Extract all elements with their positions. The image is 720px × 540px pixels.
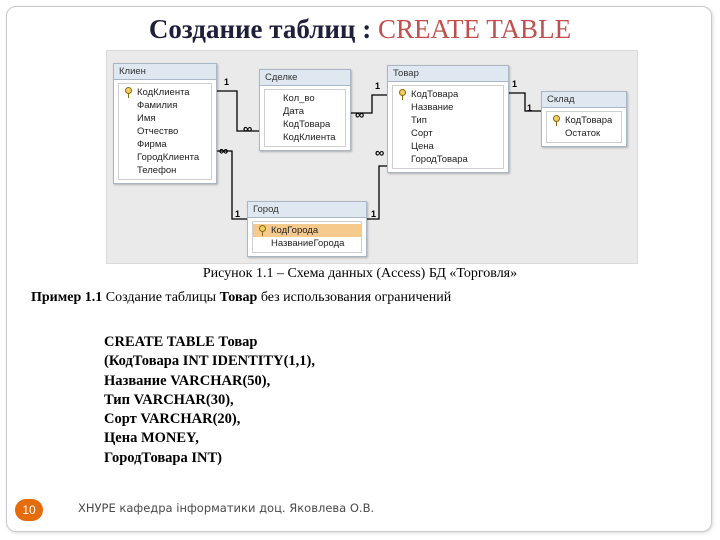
table-tovar[interactable]: Товар КодТовара Название Тип Сорт Цена Г…: [387, 65, 509, 173]
title-main: Создание таблиц :: [148, 14, 378, 44]
field-item[interactable]: Фамилия: [119, 99, 211, 112]
title-accent: CREATE TABLE: [377, 14, 572, 44]
field-label: Дата: [283, 106, 305, 117]
field-item-selected[interactable]: КодГорода: [253, 224, 361, 237]
table-sklad[interactable]: Склад КодТовара Остаток: [541, 91, 627, 147]
primary-key-icon: [553, 115, 560, 126]
field-label: Тип: [411, 115, 427, 126]
primary-key-icon: [125, 87, 132, 98]
field-label: Имя: [137, 113, 156, 124]
field-label: Сорт: [411, 128, 433, 139]
field-label: КодКлиента: [137, 87, 190, 98]
table-sdelka[interactable]: Сделке Кол_во Дата КодТовара КодКлиента: [259, 69, 351, 151]
table-header: Товар: [388, 66, 508, 82]
field-label: КодГорода: [271, 225, 319, 236]
code-line: Тип VARCHAR(30),: [104, 391, 234, 408]
field-label: Название: [411, 102, 454, 113]
relation-mark-one: 1: [512, 79, 518, 89]
example-text: без использования ограничений: [257, 290, 452, 305]
field-label: Фирма: [137, 139, 167, 150]
code-line: Название VARCHAR(50),: [104, 372, 271, 389]
example-table-name: Товар: [219, 290, 258, 305]
field-label: Фамилия: [137, 100, 178, 111]
field-label: Кол_во: [283, 93, 315, 104]
field-label: КодТовара: [283, 119, 331, 130]
table-gorod[interactable]: Город КодГорода НазваниеГорода: [247, 201, 367, 257]
code-line: CREATE TABLE Товар: [104, 334, 258, 350]
field-item[interactable]: Телефон: [119, 164, 211, 177]
field-item[interactable]: КодТовара: [393, 88, 503, 101]
field-item[interactable]: Тип: [393, 114, 503, 127]
field-label: КодКлиента: [283, 132, 336, 143]
field-item[interactable]: Название: [393, 101, 503, 114]
table-header: Склад: [542, 92, 626, 108]
page-number-badge: 10: [15, 499, 43, 521]
relation-mark-one: 1: [224, 77, 230, 87]
relation-tovar-sklad: [507, 92, 541, 112]
table-header: Клиен: [114, 64, 216, 80]
field-item[interactable]: Отчество: [119, 125, 211, 138]
field-list: КодТовара Остаток: [546, 111, 622, 143]
field-item[interactable]: ГородТовара: [393, 153, 503, 166]
relation-tovar-sdelka: [349, 94, 387, 114]
example-text: Создание таблицы: [102, 290, 220, 305]
code-line: Сорт VARCHAR(20),: [104, 411, 241, 428]
relation-gorod-klient: [215, 150, 247, 220]
relation-mark-one: 1: [527, 103, 533, 113]
field-list: КодГорода НазваниеГорода: [252, 221, 362, 253]
field-item[interactable]: КодКлиента: [265, 131, 345, 144]
table-klient[interactable]: Клиен КодКлиента Фамилия Имя Отчество Фи…: [113, 63, 217, 184]
code-line: ГородТовара INT): [104, 449, 222, 466]
field-label: КодТовара: [411, 89, 459, 100]
primary-key-icon: [259, 225, 266, 236]
field-list: Кол_во Дата КодТовара КодКлиента: [264, 89, 346, 147]
footer-text: ХНУРЕ кафедра інформатики доц. Яковлева …: [78, 501, 375, 515]
field-item[interactable]: НазваниеГорода: [253, 237, 361, 250]
figure-caption: Рисунок 1.1 – Схема данных (Access) БД «…: [202, 266, 518, 281]
relation-klient-sdelka: [215, 90, 259, 132]
sql-code-block: CREATE TABLE Товар (КодТовара INT IDENTI…: [104, 333, 315, 468]
table-header: Сделке: [260, 70, 350, 86]
schema-diagram: 1 ∞ 1 ∞ 1 1 ∞ 1 ∞ 1 Клиен КодКлиента Фам…: [106, 50, 638, 264]
field-item[interactable]: Дата: [265, 105, 345, 118]
slide-title: Создание таблиц : CREATE TABLE: [0, 14, 720, 45]
field-label: ГородТовара: [411, 154, 468, 165]
field-label: Остаток: [565, 128, 601, 139]
field-item[interactable]: КодКлиента: [119, 86, 211, 99]
field-label: НазваниеГорода: [271, 238, 345, 249]
field-item[interactable]: Кол_во: [265, 92, 345, 105]
field-item[interactable]: Сорт: [393, 127, 503, 140]
field-item[interactable]: Остаток: [547, 127, 621, 140]
relation-mark-many: ∞: [375, 145, 385, 160]
field-label: Отчество: [137, 126, 179, 137]
relation-gorod-tovar: [365, 165, 387, 220]
example-label: Пример 1.1: [31, 290, 103, 305]
field-list: КодТовара Название Тип Сорт Цена ГородТо…: [392, 85, 504, 169]
field-label: КодТовара: [565, 115, 613, 126]
table-header: Город: [248, 202, 366, 218]
example-heading: Пример 1.1 Создание таблицы Товар без ис…: [31, 290, 451, 306]
relationship-lines: [215, 90, 541, 220]
field-item[interactable]: Имя: [119, 112, 211, 125]
relation-mark-many: ∞: [219, 143, 229, 158]
field-label: ГородКлиента: [137, 152, 200, 163]
relation-mark-one: 1: [375, 81, 381, 91]
field-item[interactable]: ГородКлиента: [119, 151, 211, 164]
relation-mark-one: 1: [371, 209, 377, 219]
field-item[interactable]: КодТовара: [547, 114, 621, 127]
relation-mark-many: ∞: [243, 121, 253, 136]
code-line: Цена MONEY,: [104, 430, 199, 447]
code-line: (КодТовара INT IDENTITY(1,1),: [104, 353, 315, 370]
field-item[interactable]: КодТовара: [265, 118, 345, 131]
slide-frame: [6, 6, 712, 532]
relation-mark-one: 1: [235, 209, 241, 219]
field-item[interactable]: Фирма: [119, 138, 211, 151]
relation-mark-many: ∞: [355, 107, 365, 122]
field-list: КодКлиента Фамилия Имя Отчество Фирма Го…: [118, 83, 212, 180]
field-label: Цена: [411, 141, 434, 152]
field-label: Телефон: [137, 165, 177, 176]
primary-key-icon: [399, 89, 406, 100]
field-item[interactable]: Цена: [393, 140, 503, 153]
